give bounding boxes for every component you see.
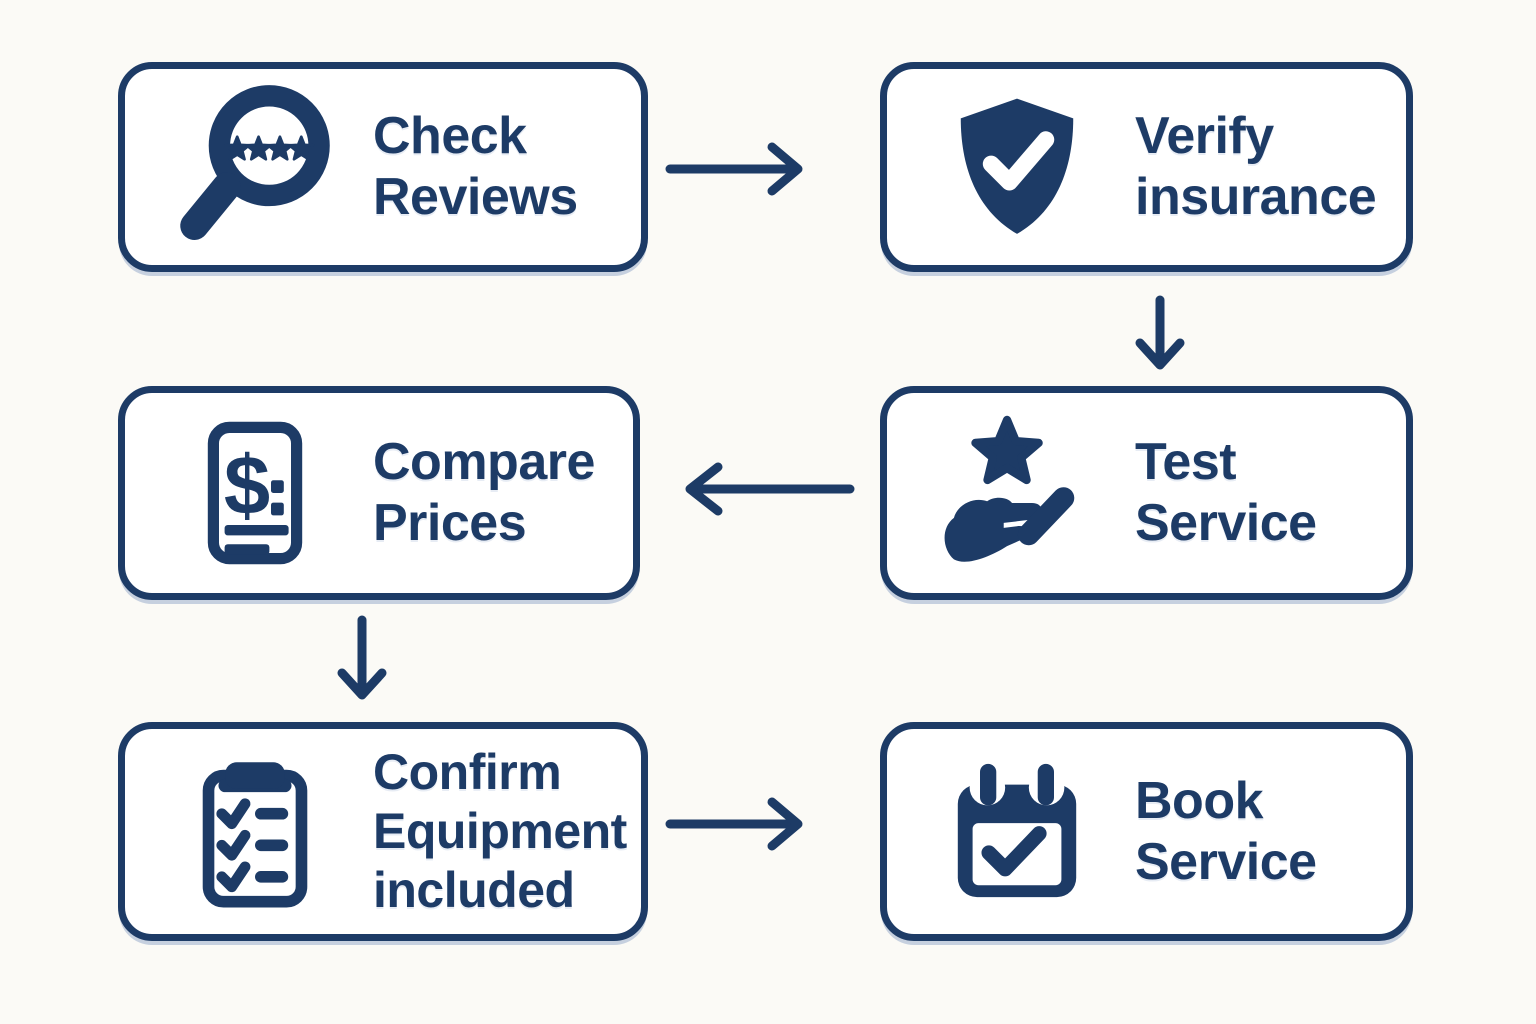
node-book-service: Book Service: [880, 722, 1413, 941]
node-check-reviews: Check Reviews: [118, 62, 648, 272]
node-label: Check Reviews: [373, 107, 578, 226]
calendar-check-icon: [925, 758, 1109, 906]
node-label: Book Service: [1135, 771, 1317, 891]
hand-star-icon: [925, 410, 1109, 576]
arrow-compare-prices-to-confirm-equipment: [337, 615, 387, 700]
node-label: Verify insurance: [1135, 107, 1377, 226]
node-label: Compare Prices: [373, 433, 595, 552]
arrow-verify-insurance-to-test-service: [1135, 295, 1185, 370]
arrow-test-service-to-compare-prices: [685, 462, 855, 516]
shield-check-icon: [925, 91, 1109, 243]
node-label: Test Service: [1135, 433, 1317, 552]
price-document-icon: $: [163, 413, 347, 573]
node-verify-insurance: Verify insurance: [880, 62, 1413, 272]
arrow-confirm-equipment-to-book-service: [665, 797, 803, 851]
node-compare-prices: $ Compare Prices: [118, 386, 640, 600]
svg-text:$: $: [224, 439, 270, 532]
arrow-check-reviews-to-verify-insurance: [665, 142, 803, 196]
node-confirm-equipment: Confirm Equipment included: [118, 722, 648, 941]
node-test-service: Test Service: [880, 386, 1413, 600]
node-label: Confirm Equipment included: [373, 744, 627, 918]
checklist-clipboard-icon: [163, 749, 347, 915]
magnifier-stars-icon: [163, 78, 347, 256]
